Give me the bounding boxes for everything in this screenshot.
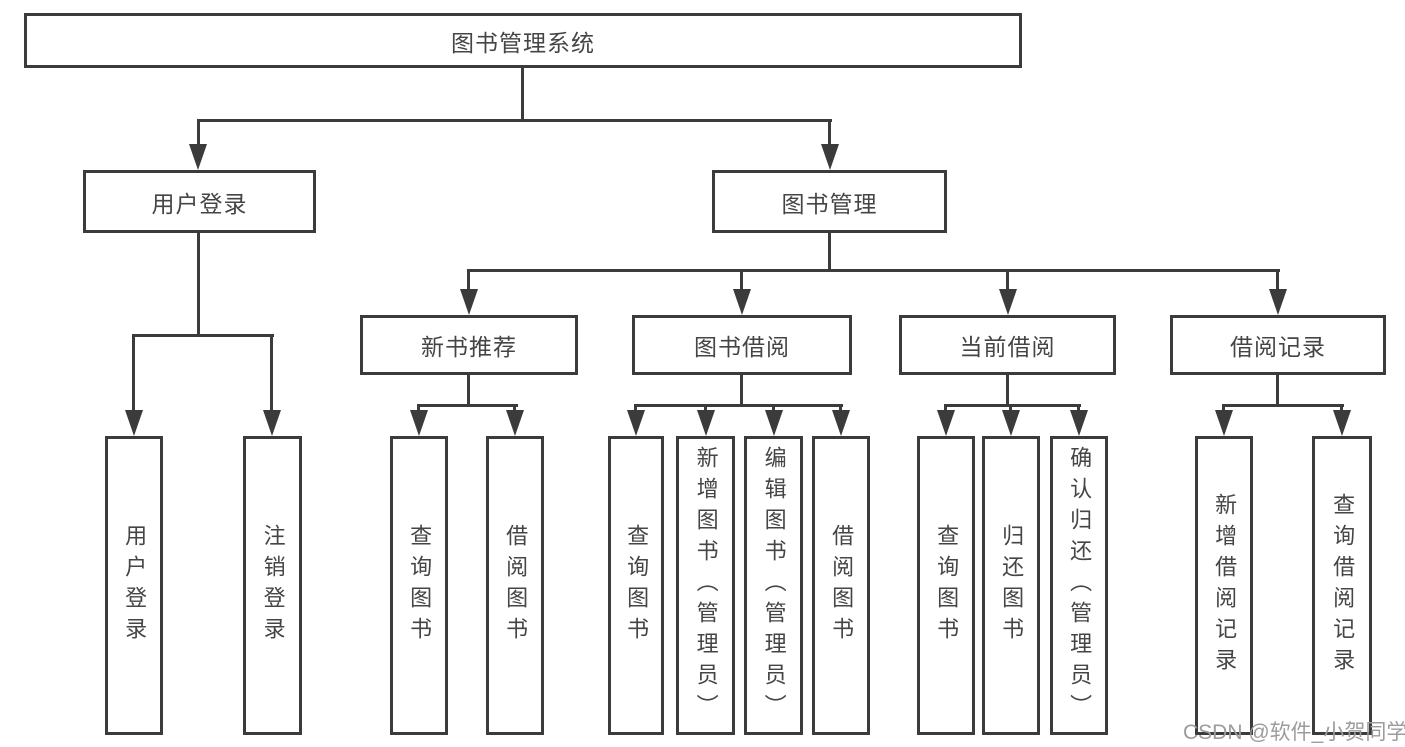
leaf-query-borrow-record: 查询借阅记录	[1312, 436, 1372, 735]
connector-drop-newbook	[467, 269, 470, 294]
node-label: 查询借阅记录	[1330, 492, 1356, 679]
connector-borrowing-stem	[740, 373, 743, 406]
node-label: 查询图书	[407, 523, 433, 648]
arrowhead-g4b	[1002, 410, 1020, 436]
leaf-edit-books-admin: 编辑图书（管理员）	[744, 436, 803, 735]
node-label: 归还图书	[999, 523, 1025, 648]
connector-root-stem	[521, 68, 524, 121]
connector-borrowing-rail	[634, 404, 843, 407]
arrowhead-newbook	[460, 289, 478, 315]
connector-drop-g3a	[634, 404, 637, 413]
connector-current-stem	[1006, 373, 1009, 406]
node-label: 查询图书	[624, 523, 650, 648]
connector-drop-user-login	[197, 119, 200, 147]
node-label: 图书管理系统	[451, 29, 595, 56]
arrowhead-g2b	[506, 410, 524, 436]
connector-drop-g3c	[772, 404, 775, 413]
connector-drop-leaf-logout	[270, 334, 273, 414]
arrowhead-leaf-logout	[263, 410, 281, 436]
leaf-add-borrow-record: 新增借阅记录	[1195, 436, 1253, 735]
leaf-borrow-books-1: 借阅图书	[486, 436, 544, 735]
connector-newbook-stem	[467, 373, 470, 406]
node-label: 图书借阅	[694, 334, 790, 360]
connector-drop-borrowing	[740, 269, 743, 294]
node-book-borrowing: 图书借阅	[632, 315, 852, 375]
connector-bookmgmt-stem	[828, 233, 831, 271]
arrowhead-g5b	[1333, 410, 1351, 436]
leaf-add-books-admin: 新增图书（管理员）	[676, 436, 735, 735]
connector-drop-g3b	[704, 404, 707, 413]
arrowhead-user-login	[189, 144, 207, 170]
node-label: 新书推荐	[421, 334, 517, 360]
node-label: 新增图书（管理员）	[693, 446, 719, 725]
leaf-query-books-2: 查询图书	[608, 436, 664, 735]
connector-records-stem	[1276, 373, 1279, 406]
connector-drop-g3d	[839, 404, 842, 413]
connector-root-rail	[197, 119, 832, 122]
node-label: 用户登录	[151, 190, 248, 217]
leaf-confirm-return-admin: 确认归还（管理员）	[1050, 436, 1108, 735]
connector-drop-g5b	[1340, 404, 1343, 413]
leaf-logout: 注销登录	[243, 436, 302, 735]
connector-drop-g2b	[513, 404, 516, 413]
node-borrowing-records: 借阅记录	[1170, 315, 1386, 375]
connector-newbook-rail	[417, 404, 518, 407]
node-label: 图书管理	[781, 190, 878, 217]
node-label: 查询图书	[934, 523, 960, 648]
connector-login-rail	[132, 334, 274, 337]
arrowhead-borrowing	[733, 289, 751, 315]
arrowhead-g2a	[410, 410, 428, 436]
connector-drop-g2a	[417, 404, 420, 413]
connector-drop-current	[1006, 269, 1009, 294]
node-book-management: 图书管理	[712, 170, 947, 233]
node-label: 注销登录	[260, 523, 286, 648]
connector-drop-book-management	[828, 119, 831, 147]
connector-drop-g4a	[944, 404, 947, 413]
leaf-query-books-3: 查询图书	[917, 436, 975, 735]
node-label: 借阅图书	[503, 523, 529, 648]
leaf-return-books: 归还图书	[982, 436, 1040, 735]
node-current-borrowing: 当前借阅	[899, 315, 1116, 375]
connector-drop-g4c	[1077, 404, 1080, 413]
arrowhead-g4c	[1070, 410, 1088, 436]
node-label: 用户登录	[122, 523, 148, 648]
node-label: 借阅记录	[1230, 334, 1326, 360]
leaf-user-login: 用户登录	[105, 436, 163, 735]
csdn-watermark: CSDN @软件_小贺同学	[1183, 721, 1405, 744]
arrowhead-book-management	[821, 144, 839, 170]
connector-drop-records	[1276, 269, 1279, 294]
arrowhead-g4a	[937, 410, 955, 436]
node-label: 当前借阅	[959, 334, 1056, 360]
node-label: 确认归还（管理员）	[1067, 446, 1093, 725]
node-library-management-system: 图书管理系统	[24, 13, 1022, 68]
arrowhead-g3a	[627, 410, 645, 436]
node-label: 编辑图书（管理员）	[761, 446, 787, 725]
connector-bookmgmt-rail	[467, 269, 1280, 272]
connector-drop-g4b	[1009, 404, 1012, 413]
leaf-query-books-1: 查询图书	[390, 436, 448, 735]
arrowhead-g5a	[1215, 410, 1233, 436]
node-user-login: 用户登录	[83, 170, 316, 233]
arrowhead-g3d	[832, 410, 850, 436]
connector-drop-leaf-login	[132, 334, 135, 414]
connector-drop-g5a	[1222, 404, 1225, 413]
arrowhead-records	[1269, 289, 1287, 315]
arrowhead-g3c	[765, 410, 783, 436]
node-label: 借阅图书	[829, 523, 855, 648]
arrowhead-g3b	[697, 410, 715, 436]
arrowhead-current	[999, 289, 1017, 315]
node-label: 新增借阅记录	[1212, 492, 1238, 679]
node-new-book-recommendation: 新书推荐	[360, 315, 578, 375]
connector-login-stem	[197, 233, 200, 336]
arrowhead-leaf-login	[125, 410, 143, 436]
connector-records-rail	[1222, 404, 1344, 407]
connector-current-rail	[944, 404, 1081, 407]
leaf-borrow-books-2: 借阅图书	[812, 436, 870, 735]
